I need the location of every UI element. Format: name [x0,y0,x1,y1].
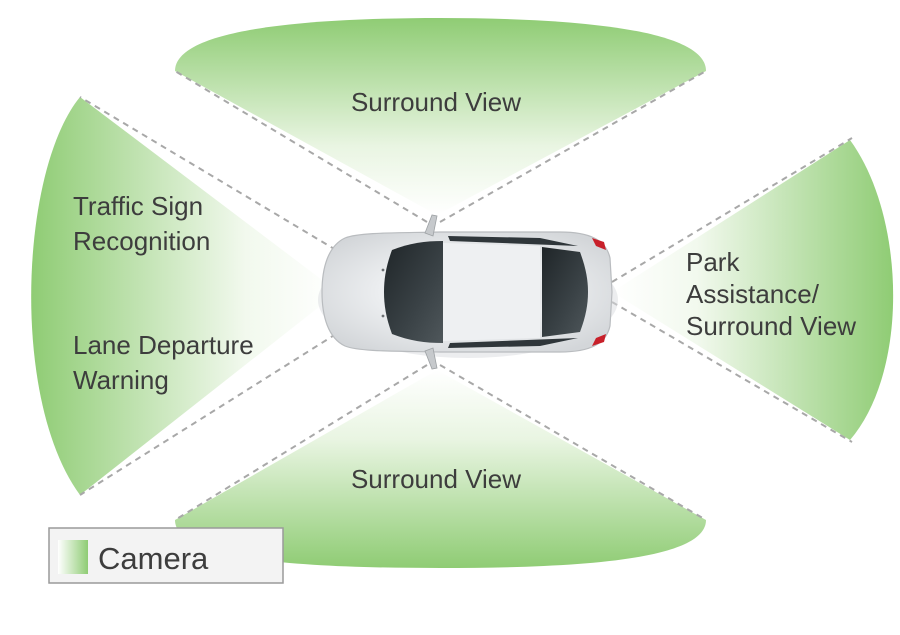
rear-sight-line-right [439,364,707,521]
front-sight-line-left [174,70,428,223]
right-zone-label-line-2: Assistance/ [686,279,820,309]
left-upper-zone-label-line-2: Recognition [73,226,210,256]
right-sight-line-upper [611,137,853,283]
car-tail-light-right [592,334,606,346]
camera-gradient-swatch-icon [58,540,88,574]
car-top-view [318,214,618,370]
front-sight-line-right [439,70,707,223]
car-tail-light-left [592,238,606,250]
sight-lines [79,70,853,521]
car-hood-sensor [381,314,385,318]
left-camera-zone [31,97,338,495]
front-zone-label: Surround View [351,87,521,117]
rear-camera-zone [175,370,706,568]
car-windshield [384,241,443,343]
legend: Camera [48,527,284,584]
legend-camera-label: Camera [98,541,209,576]
car-side-window-left [448,236,578,246]
right-camera-zone [612,140,894,440]
front-camera-zone [175,18,706,215]
car-side-window-right [448,338,578,348]
car-mirror-left [424,214,438,237]
right-zone-label-line-3: Surround View [686,311,856,341]
left-lower-zone-label-line-2: Warning [73,365,169,395]
car-mirror-right [424,347,438,370]
rear-zone-label: Surround View [351,464,521,494]
car-roof [443,243,540,341]
car-rear-window [542,247,588,337]
rear-sight-line-left [174,364,428,521]
left-lower-zone-label-line-1: Lane Departure [73,330,254,360]
right-sight-line-lower [611,301,853,443]
left-upper-zone-label-line-1: Traffic Sign [73,191,203,221]
left-sight-line-upper [79,96,337,251]
right-zone-label-line-1: Park [686,247,740,277]
car-hood-sensor [381,268,385,272]
